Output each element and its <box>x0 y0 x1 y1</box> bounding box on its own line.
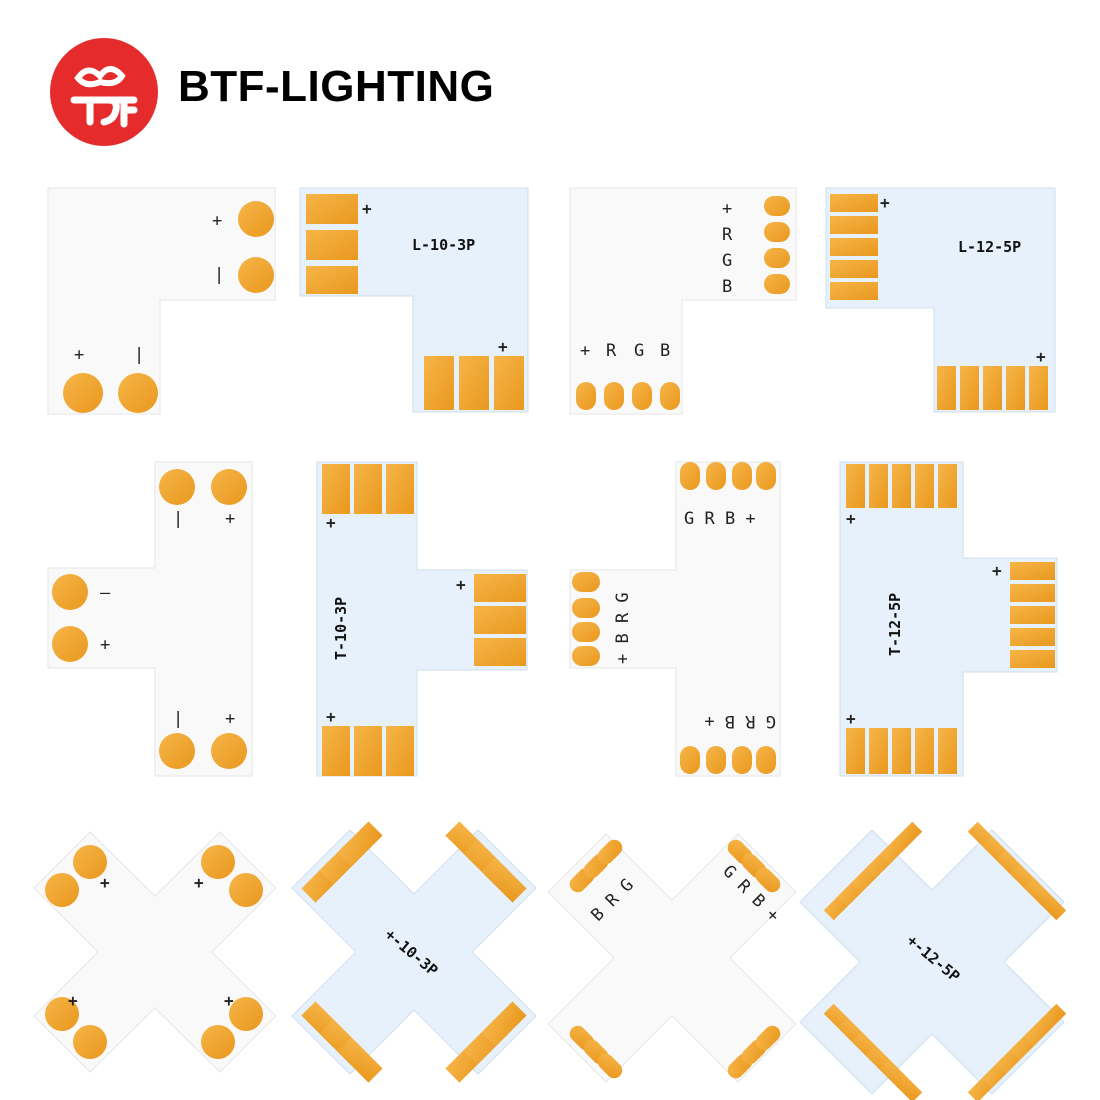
model-label: T-10-3P <box>332 597 350 660</box>
brand-logo <box>50 38 158 146</box>
minus-label: — <box>100 583 111 603</box>
b-label: B <box>660 341 670 361</box>
plus-label: + <box>880 193 890 212</box>
minus-label: | <box>173 509 183 529</box>
r-label: R <box>722 225 733 245</box>
l-connector-10mm-3p: L-10-3P + + <box>299 187 529 413</box>
plus-label: + <box>846 509 856 528</box>
plus-label: + <box>498 337 508 356</box>
minus-label: | <box>214 265 224 285</box>
minus-label: | <box>173 709 183 729</box>
plus-label: + <box>326 707 336 726</box>
plus-label: + <box>194 873 204 892</box>
plus-label: + <box>846 709 856 728</box>
x-connector-10mm-3p: +-10-3P <box>291 821 537 1083</box>
plus-label: + <box>456 575 466 594</box>
plus-label: + <box>100 635 110 655</box>
plus-label: + <box>68 991 78 1010</box>
g-label: G <box>722 251 732 271</box>
l-connector-2pin: + | + | <box>47 187 276 415</box>
plus-label: + <box>74 345 84 365</box>
minus-label: | <box>134 345 144 365</box>
model-label: L-12-5P <box>958 238 1021 256</box>
rgb-label: + B R G <box>613 592 633 664</box>
t-connector-10mm-3p: + + + T-10-3P <box>316 461 528 777</box>
plus-label: + <box>212 211 222 231</box>
rgb-label: G R B + <box>704 711 776 731</box>
x-connector-2pin: + + + + <box>33 831 277 1073</box>
plus-label: + <box>1036 347 1046 366</box>
plus-label: + <box>225 509 235 529</box>
l-connector-rgb-4pin: + R G B + R G B <box>569 187 797 415</box>
brand-name: BTF-LIGHTING <box>178 62 495 111</box>
l-connector-12mm-5p: L-12-5P + + <box>825 187 1056 413</box>
model-label: L-10-3P <box>412 236 475 254</box>
x-connector-rgb-4pin: B R G G R B + <box>547 833 797 1083</box>
b-label: B <box>722 277 732 297</box>
rgb-label: G R B + <box>684 509 756 529</box>
model-label: T-12-5P <box>886 593 904 656</box>
plus-label: + <box>100 873 110 892</box>
t-connector-rgb-4pin: G R B + + B R G G R B + <box>569 461 781 777</box>
x-connector-12mm-5p: +-12-5P <box>799 821 1067 1100</box>
plus-label: + <box>225 709 235 729</box>
plus-label: + <box>992 561 1002 580</box>
plus-label: + <box>722 199 732 219</box>
g-label: G <box>634 341 644 361</box>
t-connector-12mm-5p: + + + T-12-5P <box>839 461 1058 777</box>
t-connector-2pin: | + — + | + <box>47 461 253 777</box>
plus-label: + <box>326 513 336 532</box>
r-label: R <box>606 341 617 361</box>
plus-label: + <box>580 341 590 361</box>
btf-logo-icon <box>50 38 158 146</box>
plus-label: + <box>362 199 372 218</box>
plus-label: + <box>224 991 234 1010</box>
